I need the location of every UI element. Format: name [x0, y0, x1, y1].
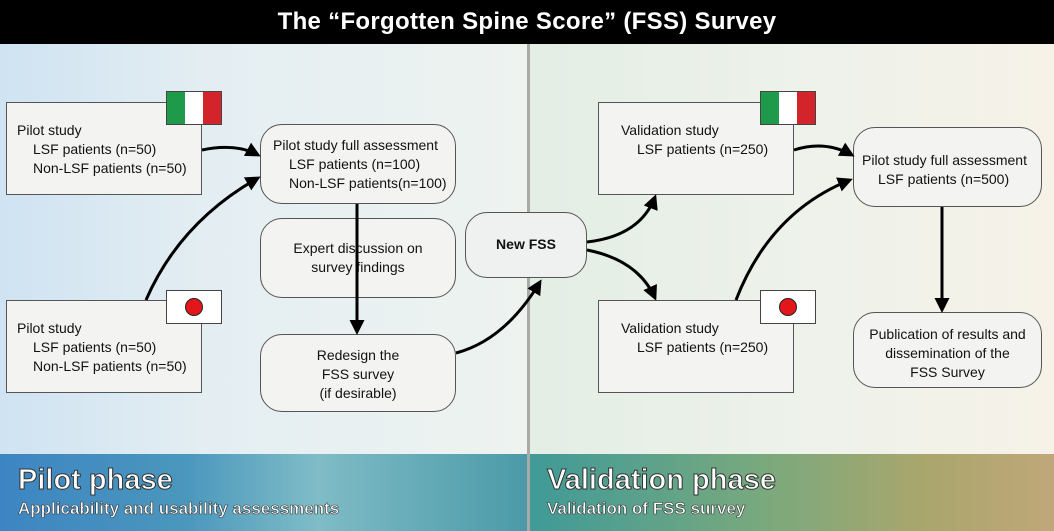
box-line: LSF patients (n=250): [637, 141, 769, 157]
box-line: LSF patients (n=50): [33, 141, 157, 157]
box-line: LSF patients (n=250): [637, 339, 769, 355]
box-line: survey findings: [311, 259, 405, 275]
box-line: LSF patients (n=500): [878, 171, 1010, 187]
box-line: Publication of results and: [869, 326, 1026, 342]
box-line: FSS survey: [321, 366, 395, 382]
japan-flag-icon: [760, 290, 816, 324]
box-line: Non-LSF patients (n=50): [33, 160, 187, 176]
pilot-phase-subtitle: Applicability and usability assessments: [18, 499, 340, 519]
pilot-full-assessment-box: Pilot study full assessment LSF patients…: [260, 124, 456, 204]
validation-phase-footer: Validation phase Validation of FSS surve…: [529, 454, 1054, 531]
phase-divider: [527, 44, 530, 531]
box-line: Non-LSF patients (n=50): [33, 358, 187, 374]
pilot-phase-footer: Pilot phase Applicability and usability …: [0, 454, 528, 531]
japan-flag-icon: [166, 290, 222, 324]
validation-full-assessment-box: Pilot study full assessment LSF patients…: [853, 127, 1042, 207]
box-line: Redesign the: [316, 347, 400, 363]
pilot-phase-title: Pilot phase: [18, 464, 174, 497]
box-line: Non-LSF patients(n=100): [289, 175, 447, 191]
box-line: dissemination of the: [885, 345, 1010, 361]
italy-flag-icon: [166, 91, 222, 125]
diagram-title: The “Forgotten Spine Score” (FSS) Survey: [0, 0, 1054, 44]
box-title: Pilot study full assessment: [273, 137, 438, 153]
expert-discussion-box: Expert discussion on survey findings: [260, 218, 456, 298]
validation-phase-title: Validation phase: [547, 464, 777, 497]
box-line: FSS Survey: [910, 364, 985, 380]
box-title: Pilot study: [17, 320, 82, 336]
new-fss-label: New FSS: [496, 236, 556, 252]
redesign-box: Redesign the FSS survey (if desirable): [260, 334, 456, 412]
box-title: Validation study: [621, 320, 719, 336]
box-line: LSF patients (n=50): [33, 339, 157, 355]
validation-phase-subtitle: Validation of FSS survey: [547, 499, 746, 519]
new-fss-box: New FSS: [465, 212, 587, 278]
box-title: Pilot study full assessment: [862, 152, 1027, 168]
box-line: LSF patients (n=100): [289, 156, 421, 172]
italy-flag-icon: [760, 91, 816, 125]
box-line: (if desirable): [319, 385, 397, 401]
box-line: Expert discussion on: [293, 240, 423, 256]
box-title: Pilot study: [17, 122, 82, 138]
box-title: Validation study: [621, 122, 719, 138]
publication-box: Publication of results and dissemination…: [853, 312, 1042, 388]
